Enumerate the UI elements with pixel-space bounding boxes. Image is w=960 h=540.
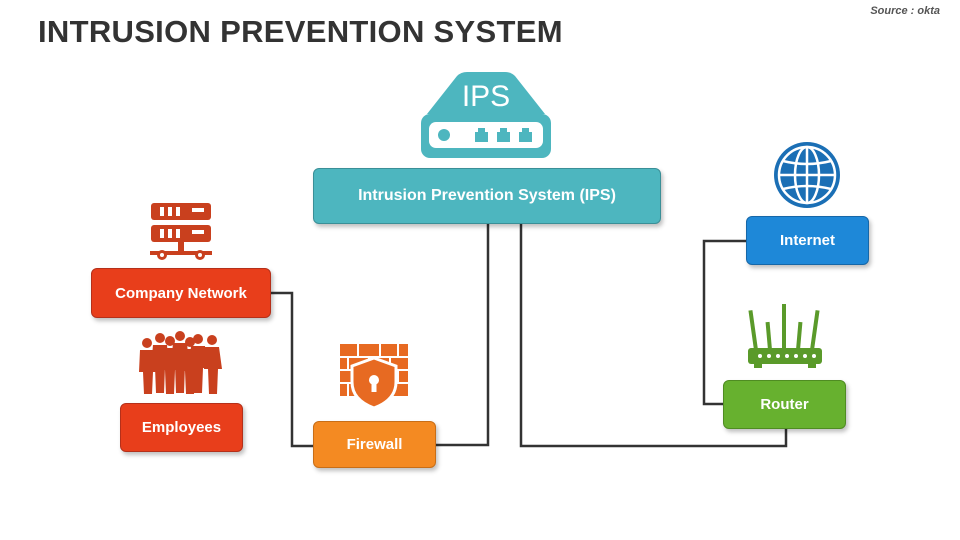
ips-box-label: Intrusion Prevention System (IPS) xyxy=(358,187,616,204)
connector-ips-to-router xyxy=(519,224,788,448)
connector-company-to-firewall xyxy=(271,291,313,448)
source-note: Source : okta xyxy=(870,5,940,17)
employees-label: Employees xyxy=(141,419,222,436)
server-rack-icon xyxy=(150,203,212,260)
firewall-shield-icon xyxy=(340,344,408,410)
company-network-label: Company Network xyxy=(115,284,247,302)
ips-box: Intrusion Prevention System (IPS) xyxy=(313,168,661,224)
firewall-label: Firewall xyxy=(346,436,403,453)
ips-device-label: IPS xyxy=(462,80,510,113)
company-network-box: Company Network xyxy=(91,268,271,318)
connector-firewall-to-ips xyxy=(436,224,490,447)
router-icon xyxy=(748,304,822,368)
router-box: Router xyxy=(723,380,846,429)
internet-box: Internet xyxy=(746,216,869,265)
page-title: INTRUSION PREVENTION SYSTEM xyxy=(38,14,563,49)
globe-icon xyxy=(774,142,840,208)
ips-device-icon: IPS xyxy=(421,72,551,158)
employees-box: Employees xyxy=(120,403,243,452)
connector-internet-to-router xyxy=(702,239,746,406)
router-label: Router xyxy=(760,396,809,413)
firewall-box: Firewall xyxy=(313,421,436,468)
internet-label: Internet xyxy=(779,232,835,249)
people-group-icon xyxy=(139,331,222,394)
